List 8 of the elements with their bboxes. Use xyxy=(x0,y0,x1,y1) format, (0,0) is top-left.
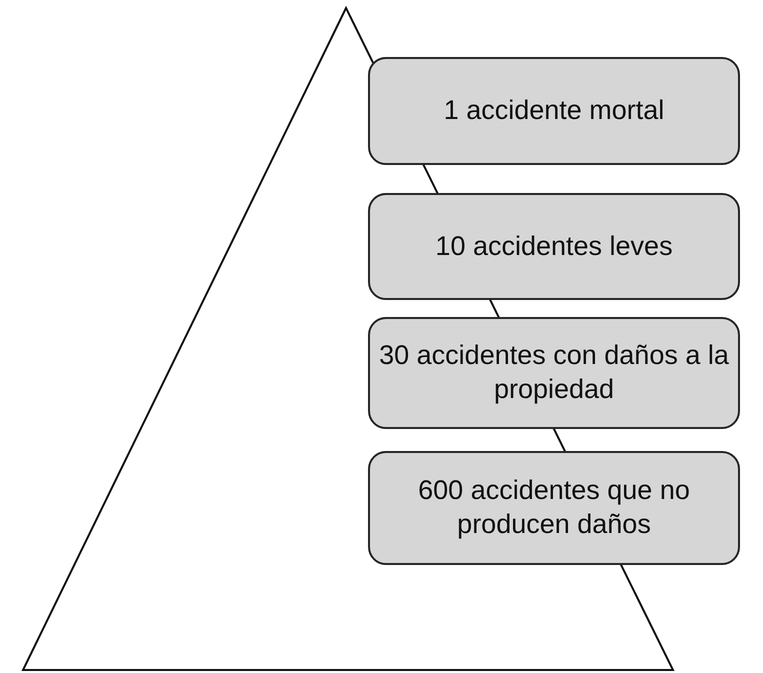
level-label: 30 accidentes con daños a la propiedad xyxy=(378,339,730,406)
level-label: 600 accidentes que no producen daños xyxy=(417,474,691,541)
pyramid-level-box xyxy=(368,317,740,429)
pyramid-level-box xyxy=(368,57,740,165)
pyramid-level-box xyxy=(368,193,740,300)
pyramid-level-box xyxy=(368,451,740,565)
level-label: 1 accidente mortal xyxy=(442,94,666,128)
level-label: 10 accidentes leves xyxy=(434,230,674,263)
